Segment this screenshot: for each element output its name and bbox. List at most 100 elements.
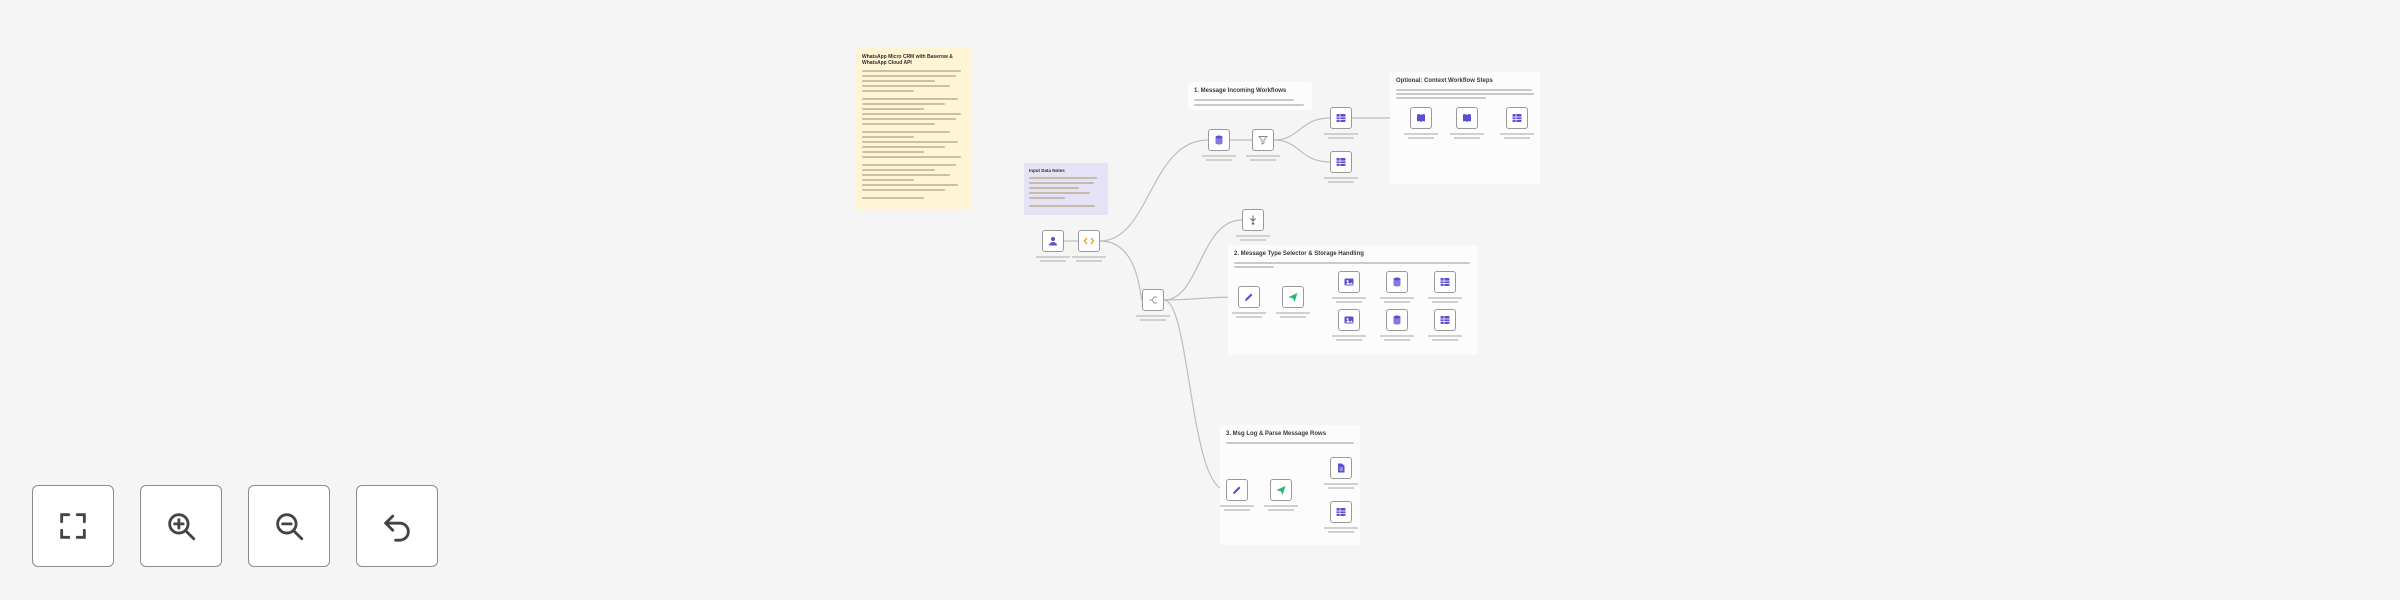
note-text-line <box>862 117 956 120</box>
workflow-node[interactable] <box>1078 230 1100 252</box>
node-label-line <box>1324 133 1358 135</box>
node-label-line <box>1072 256 1106 258</box>
table-icon <box>1336 114 1346 122</box>
node-label-line <box>1432 301 1458 303</box>
node-label-line <box>1232 312 1266 314</box>
note-text-line <box>862 74 956 77</box>
node-label-line <box>1384 301 1410 303</box>
note-text-line <box>862 145 945 148</box>
table-icon <box>1512 114 1522 122</box>
undo-button[interactable] <box>356 485 438 567</box>
undo-icon <box>384 514 410 542</box>
book-icon <box>1417 114 1425 122</box>
workflow-node[interactable] <box>1330 457 1352 479</box>
sticky-note-input-title: Input Data Notes <box>1029 168 1065 173</box>
workflow-node[interactable] <box>1338 271 1360 293</box>
sticky-note-main-title: WhatsApp Micro CRM with Baserow & WhatsA… <box>862 54 953 67</box>
zoom-out-icon <box>276 513 304 541</box>
note-text-line <box>1029 176 1097 179</box>
note-text-line <box>1029 191 1090 194</box>
node-label-line <box>1428 297 1462 299</box>
node-label-line <box>1268 509 1294 511</box>
note-text-line <box>862 155 961 158</box>
user-icon <box>1049 237 1057 246</box>
node-label-line <box>1504 137 1530 139</box>
node-label-line <box>1076 260 1102 262</box>
workflow-node[interactable] <box>1282 286 1304 308</box>
note-text-line <box>1029 181 1094 184</box>
zoom-out-button[interactable] <box>248 485 330 567</box>
section-title: 2. Message Type Selector & Storage Handl… <box>1234 251 1364 257</box>
workflow-node[interactable] <box>1386 271 1408 293</box>
node-label-line <box>1380 335 1414 337</box>
node-label-line <box>1336 339 1362 341</box>
zoom-in-button[interactable] <box>140 485 222 567</box>
node-label-line <box>1324 483 1358 485</box>
sticky-note-main[interactable]: WhatsApp Micro CRM with Baserow & WhatsA… <box>856 48 972 210</box>
note-text-line <box>862 196 924 199</box>
workflow-node[interactable] <box>1242 209 1264 231</box>
note-text-line <box>862 84 950 87</box>
node-label-line <box>1450 133 1484 135</box>
node-label-line <box>1236 316 1262 318</box>
note-text-line <box>1029 186 1079 189</box>
workflow-node[interactable] <box>1208 129 1230 151</box>
edit-icon <box>1245 293 1253 301</box>
fit-view-icon <box>60 513 86 539</box>
note-text-line <box>862 102 945 105</box>
section-line <box>1226 442 1354 444</box>
workflow-node[interactable] <box>1330 501 1352 523</box>
node-label-line <box>1136 315 1170 317</box>
workflow-node[interactable] <box>1456 107 1478 129</box>
zoom-in-icon <box>168 513 196 541</box>
node-label-line <box>1206 159 1232 161</box>
workflow-node[interactable] <box>1330 151 1352 173</box>
fit-view-button[interactable] <box>32 485 114 567</box>
workflow-node[interactable] <box>1270 479 1292 501</box>
workflow-node[interactable] <box>1506 107 1528 129</box>
node-label-line <box>1328 137 1354 139</box>
workflow-node[interactable] <box>1330 107 1352 129</box>
database-icon <box>1393 277 1401 287</box>
note-text-line <box>862 112 961 115</box>
node-label-line <box>1224 509 1250 511</box>
note-text-line <box>862 89 914 92</box>
note-text-line <box>862 69 961 72</box>
node-label-line <box>1408 137 1434 139</box>
section-title: 1. Message Incoming Workflows <box>1194 88 1287 94</box>
image-icon <box>1344 278 1354 286</box>
section-message-incoming[interactable]: 1. Message Incoming Workflows <box>1188 82 1312 110</box>
node-label-line <box>1500 133 1534 135</box>
note-text-line <box>862 178 914 181</box>
note-text-line <box>862 107 924 110</box>
workflow-node[interactable] <box>1252 129 1274 151</box>
node-label-line <box>1324 177 1358 179</box>
workflow-node[interactable] <box>1434 271 1456 293</box>
workflow-node[interactable] <box>1386 309 1408 331</box>
note-text-line <box>862 183 958 186</box>
note-text-line <box>862 79 935 82</box>
webhook-icon <box>1250 215 1256 225</box>
note-text-line <box>862 122 935 125</box>
node-label-line <box>1336 301 1362 303</box>
sticky-note-input[interactable]: Input Data Notes <box>1024 163 1108 215</box>
workflow-node[interactable] <box>1238 286 1260 308</box>
node-label-line <box>1384 339 1410 341</box>
workflow-node[interactable] <box>1338 309 1360 331</box>
note-text-line <box>862 168 935 171</box>
workflow-node[interactable] <box>1042 230 1064 252</box>
workflow-node[interactable] <box>1410 107 1432 129</box>
node-label-line <box>1324 527 1358 529</box>
node-label-line <box>1280 316 1306 318</box>
note-text-line <box>862 150 924 153</box>
note-text-line <box>862 163 956 166</box>
workflow-node[interactable] <box>1434 309 1456 331</box>
workflow-node[interactable] <box>1142 289 1164 311</box>
send-icon <box>1288 293 1298 302</box>
send-icon <box>1276 486 1286 495</box>
section-line <box>1234 266 1274 268</box>
section-message-type[interactable]: 2. Message Type Selector & Storage Handl… <box>1228 245 1478 355</box>
node-label-line <box>1036 256 1070 258</box>
workflow-node[interactable] <box>1226 479 1248 501</box>
